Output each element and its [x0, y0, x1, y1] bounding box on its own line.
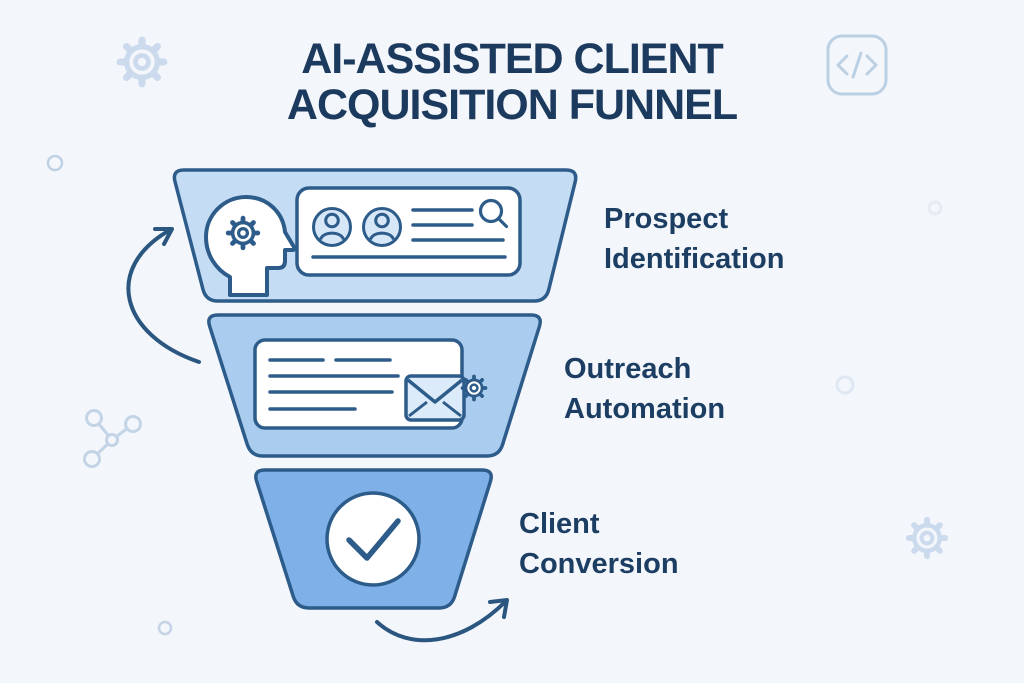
molecule-icon	[83, 409, 142, 468]
code-icon	[826, 34, 888, 96]
user-avatar-icon	[362, 207, 402, 247]
faint-dot-icon	[927, 200, 943, 216]
envelope-icon	[404, 374, 466, 422]
stage-label-prospect-identification: Prospect Identification	[604, 203, 785, 275]
page-title: AI-ASSISTED CLIENT ACQUISITION FUNNEL	[286, 35, 738, 129]
circle-dot-icon	[46, 154, 64, 172]
curved-arrow-into-funnel-icon	[126, 227, 201, 364]
search-icon	[478, 198, 509, 229]
head-with-gear-icon	[204, 195, 297, 297]
message-text-card-icon	[253, 338, 488, 430]
check-circle-icon	[325, 491, 421, 587]
prospect-list-card-icon	[295, 186, 522, 277]
gear-icon	[909, 520, 945, 556]
stage-label-outreach-automation: Outreach Automation	[564, 353, 726, 425]
circle-dot-icon	[157, 620, 173, 636]
curved-arrow-out-of-funnel-icon	[375, 598, 509, 643]
faint-circle-icon	[835, 375, 855, 395]
gear-icon	[460, 374, 488, 402]
user-avatar-icon	[312, 207, 352, 247]
stage-label-client-conversion: Client Conversion	[519, 508, 679, 580]
